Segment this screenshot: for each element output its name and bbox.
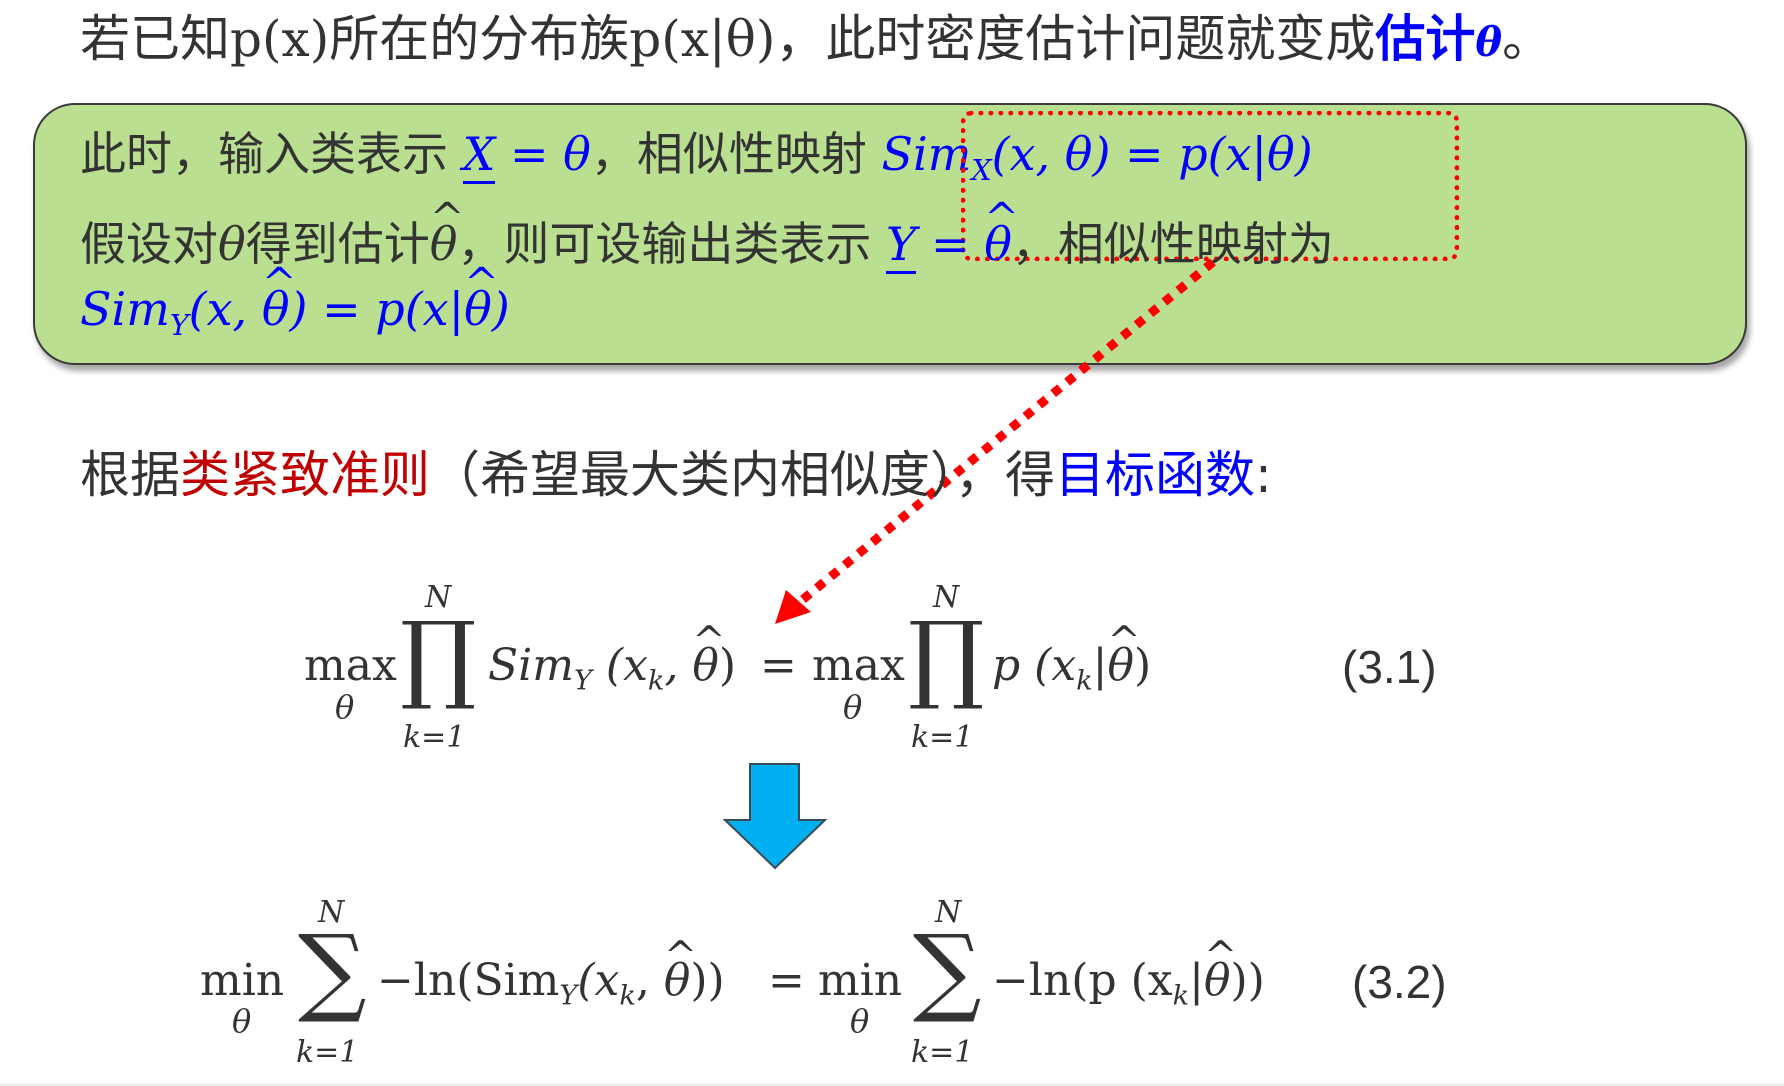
header-end: 。 bbox=[1502, 10, 1553, 68]
equation-number-3-2: (3.2) bbox=[1352, 956, 1447, 1008]
theta-hat: θ bbox=[430, 194, 458, 271]
eq1-under-right: θ bbox=[843, 688, 863, 726]
eq1-product-right: ∏ bbox=[908, 601, 985, 713]
theta: θ bbox=[218, 217, 246, 271]
box-line2-text4: ，相似性映射为 bbox=[1011, 217, 1334, 271]
bottom-edge bbox=[0, 1083, 1784, 1086]
eq1-equals: = bbox=[760, 640, 797, 691]
header-family: p(x|θ) bbox=[629, 10, 776, 68]
input-class-eq: = θ bbox=[495, 127, 591, 181]
eq1-prod-top-right: N bbox=[933, 580, 960, 615]
connector-line bbox=[792, 258, 1216, 610]
eq1-prod-bottom-left: k=1 bbox=[403, 720, 466, 755]
connector-arrowhead-icon bbox=[775, 590, 811, 624]
eq1-prod-bottom-right: k=1 bbox=[911, 720, 974, 755]
highlight-dotted-box bbox=[961, 111, 1459, 261]
header-px: p(x) bbox=[230, 10, 330, 68]
eq2-min-left: min bbox=[200, 955, 285, 1006]
eq2-body-left: −ln(SimY(xk, θ)) bbox=[377, 933, 725, 1011]
header-mid: 所在的分布族 bbox=[329, 10, 630, 68]
criterion-red: 类紧致准则 bbox=[180, 446, 430, 504]
eq1-max-left: max bbox=[304, 640, 397, 691]
header-line: 若已知p(x)所在的分布族p(x|θ)，此时密度估计问题就变成估计θ。 bbox=[80, 6, 1552, 76]
output-class-eq: = bbox=[916, 217, 985, 271]
eq2-sum-top-left: N bbox=[318, 895, 345, 930]
eq2-sum-bottom-left: k=1 bbox=[296, 1035, 359, 1070]
eq2-equals: = bbox=[768, 955, 805, 1006]
box-line2-text3: ，则可设输出类表示 bbox=[457, 217, 887, 271]
box-line1-text1: 此时，输入类表示 bbox=[80, 127, 463, 181]
eq2-min-right: min bbox=[818, 955, 903, 1006]
criterion-line: 根据类紧致准则（希望最大类内相似度），得目标函数: bbox=[80, 442, 1272, 508]
header-suffix: ，此时密度估计问题就变成 bbox=[775, 10, 1376, 68]
eq1-product-left: ∏ bbox=[400, 601, 477, 713]
box-line1-text2: ，相似性映射 bbox=[590, 127, 882, 181]
header-theta: θ bbox=[1475, 19, 1503, 66]
eq2-sum-top-right: N bbox=[935, 895, 962, 930]
eq2-under-left: θ bbox=[232, 1002, 252, 1040]
header-prefix: 若已知 bbox=[80, 10, 230, 68]
output-class-Y: Y bbox=[886, 217, 917, 274]
criterion-text1: 根据 bbox=[80, 446, 180, 504]
output-class-theta-hat: θ bbox=[984, 194, 1012, 271]
box-line2-text1: 假设对 bbox=[80, 217, 218, 271]
input-class-X: X bbox=[462, 127, 496, 184]
sim-x-formula: SimX(x, θ) = p(x|θ) bbox=[881, 127, 1313, 187]
criterion-colon: : bbox=[1255, 446, 1272, 504]
eq2-sum-left: ∑ bbox=[298, 914, 367, 1026]
down-arrow-icon bbox=[722, 763, 828, 870]
header-highlight: 估计 bbox=[1375, 10, 1476, 68]
eq1-under-left: θ bbox=[335, 688, 355, 726]
eq2-under-right: θ bbox=[850, 1002, 870, 1040]
eq2-sum-right: ∑ bbox=[913, 914, 982, 1026]
callout-box bbox=[33, 103, 1747, 365]
sim-y-formula: SimY(x, θ) = p(x|θ) bbox=[80, 259, 510, 342]
eq2-body-right: −ln(p (xk|θ)) bbox=[992, 933, 1265, 1011]
eq1-body-right: p (xk|θ) bbox=[992, 618, 1151, 696]
box-line-1: 此时，输入类表示 X = θ，相似性映射 SimX(x, θ) = p(x|θ) bbox=[80, 118, 1313, 187]
eq1-max-right: max bbox=[812, 640, 905, 691]
objective-function-label: 目标函数 bbox=[1055, 446, 1255, 504]
eq1-body-left: SimY (xk, θ) bbox=[488, 618, 736, 696]
equation-number-3-1: (3.1) bbox=[1342, 641, 1437, 693]
criterion-text2: （希望最大类内相似度），得 bbox=[430, 446, 1055, 504]
eq1-prod-top-left: N bbox=[425, 580, 452, 615]
eq2-sum-bottom-right: k=1 bbox=[911, 1035, 974, 1070]
